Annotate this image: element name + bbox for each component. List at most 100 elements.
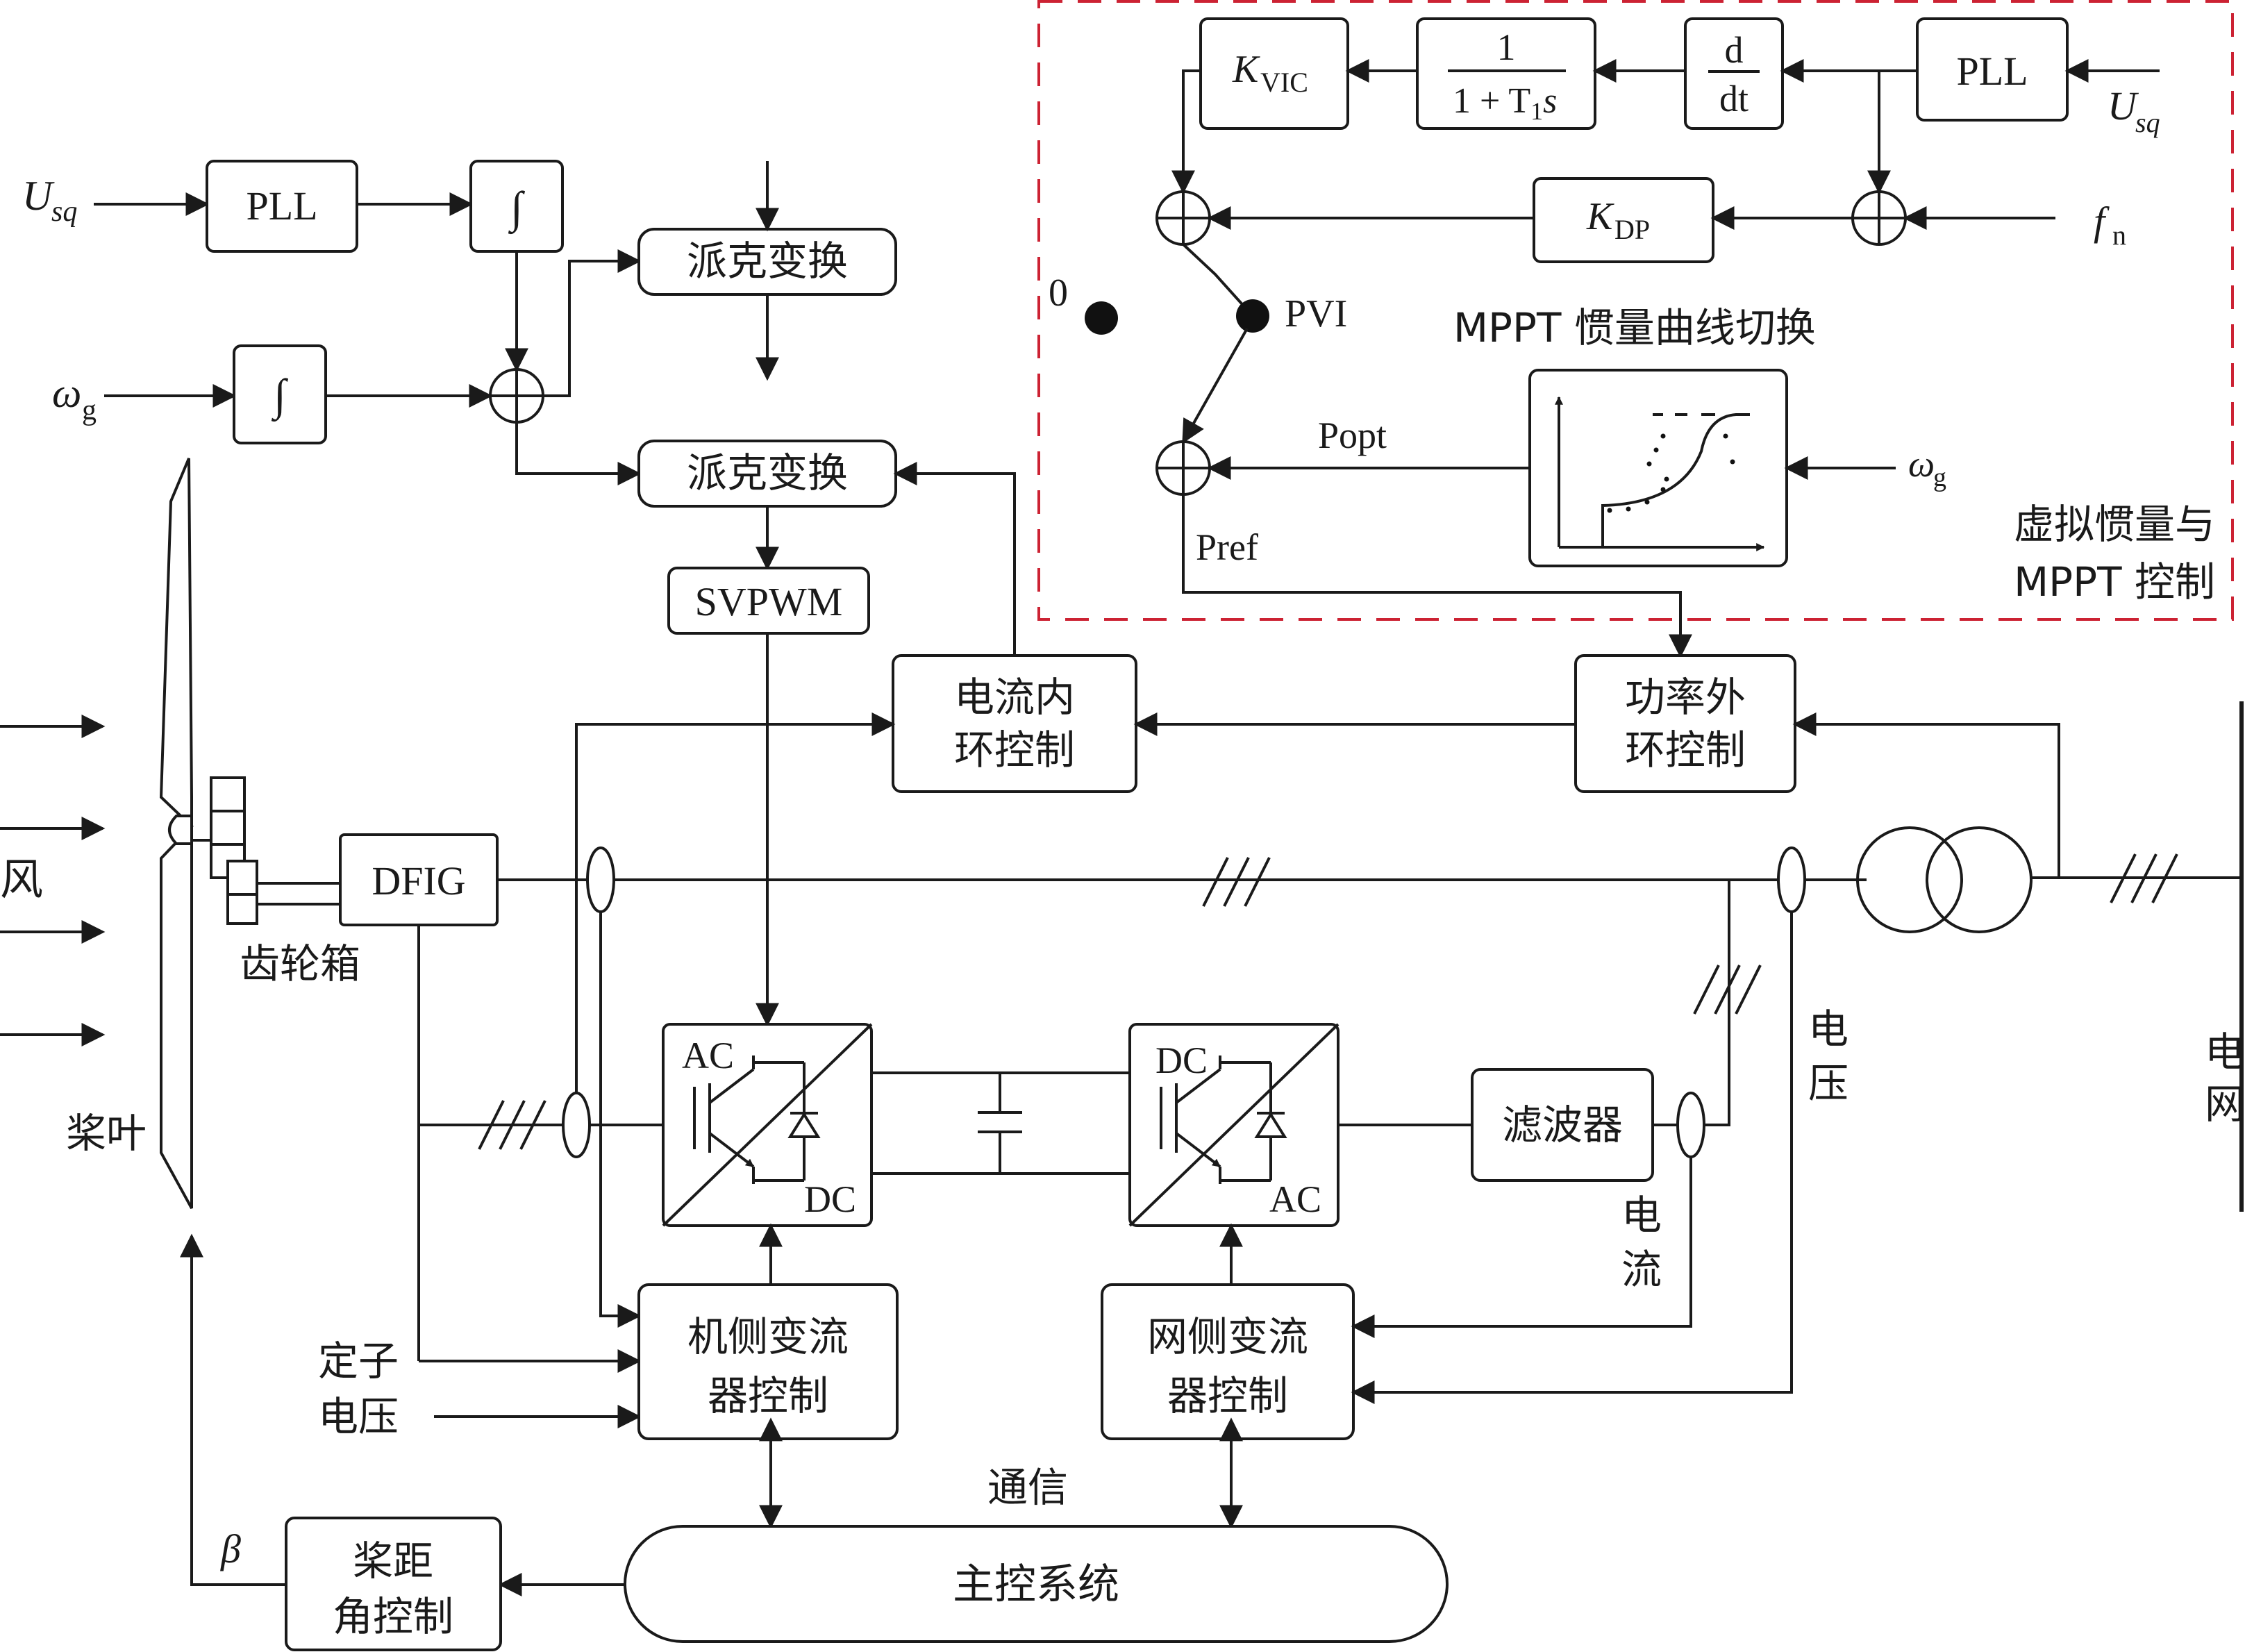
park-transform-2-label: 派克变换 [687, 449, 848, 497]
kvic-subscript: VIC [1260, 67, 1308, 98]
wind-arrows [0, 715, 106, 1046]
three-phase-mark-stator [1202, 857, 1271, 907]
transformer [1856, 826, 2033, 933]
dc-link [871, 1071, 1130, 1175]
pitch-control-line1: 桨距 [353, 1537, 433, 1585]
msc-controller-line2: 器控制 [708, 1372, 828, 1419]
omega-panel-subscript: g [1933, 463, 1946, 492]
voltage-label-line1: 电 [1808, 1006, 1848, 1053]
sum-junction-pref [1155, 440, 1211, 496]
beta-label: β [220, 1526, 241, 1571]
pitch-to-blade-arrow [180, 1233, 286, 1586]
omega-g-left-subscript: g [82, 394, 97, 426]
sum-junction-b [1851, 190, 1907, 246]
main-control-label: 主控系统 [953, 1560, 1119, 1609]
gsc-controller-line2: 器控制 [1167, 1372, 1288, 1419]
grid-label-line1: 电 [2205, 1028, 2245, 1076]
lowpass-denominator: 1 + T1s [1453, 81, 1557, 125]
voltage-feedback-to-gsc-arrow [1351, 912, 1793, 1404]
three-phase-mark-grid [2110, 853, 2178, 903]
derivative-numerator: d [1725, 29, 1744, 71]
integrator-top-symbol: ∫ [508, 183, 525, 235]
switch-contact-pvi [1236, 299, 1269, 333]
msc-dc-label: DC [804, 1178, 856, 1220]
lowpass-numerator: 1 [1497, 26, 1516, 68]
rotor-sensor [562, 1092, 591, 1158]
usq-top-subscript: sq [2135, 107, 2160, 138]
power-loop-line1: 功率外 [1625, 674, 1746, 721]
fn-label: f [2094, 199, 2110, 244]
filter-to-bus-line [1653, 880, 1730, 1126]
stator-voltage-label-line2: 电压 [318, 1393, 399, 1440]
turbine-hub [168, 815, 193, 845]
integrator-bottom-symbol: ∫ [271, 370, 288, 422]
three-phase-mark-rotor [478, 1100, 546, 1150]
sum-to-park1-arrow [543, 249, 642, 397]
pll-block-left [206, 160, 358, 253]
panel-dashed-border [1037, 0, 2234, 621]
gsc-dc-label: DC [1155, 1040, 1208, 1081]
pref-label: Pref [1196, 526, 1258, 568]
kdp-label: K [1586, 195, 1614, 238]
kvic-label: K [1232, 48, 1260, 91]
gearbox [192, 776, 258, 925]
voltage-label-line2: 压 [1808, 1060, 1848, 1107]
gearbox-label: 齿轮箱 [240, 940, 360, 987]
usq-left-subscript: sq [51, 196, 77, 228]
stator-sensor [586, 846, 615, 913]
mppt-switch-label: MPPT 惯量曲线切换 [1453, 304, 1816, 351]
pref-to-power-loop-arrow [1182, 494, 1692, 658]
mppt-curve-block [1528, 369, 1788, 567]
mppt-curve-graph [1555, 396, 1765, 551]
pll-top-label: PLL [1956, 49, 2028, 94]
msc-ac-label: AC [682, 1035, 734, 1076]
stator-sensor-to-msc-ctrl-arrow [599, 912, 642, 1328]
switch-pvi-label: PVI [1285, 292, 1347, 335]
park-transform-1-label: 派克变换 [687, 237, 848, 285]
power-loop-line2: 环控制 [1625, 726, 1746, 774]
grid-feedback-to-power-loop-arrow [1792, 712, 2060, 878]
grid-sensor [1777, 846, 1806, 913]
panel-title-line1: 虚拟惯量与 [2014, 501, 2215, 548]
current-label-line1: 电 [1621, 1192, 1662, 1239]
sum-junction-a [1155, 190, 1211, 246]
pll-left-label: PLL [246, 183, 317, 228]
three-phase-mark-filter [1693, 965, 1762, 1015]
current-label-line2: 流 [1621, 1246, 1662, 1293]
sum-junction-angle [489, 368, 544, 424]
panel-title-line2: MPPT 控制 [2014, 558, 2215, 606]
switch-zero-label: 0 [1049, 272, 1068, 315]
gsc-ac-label: AC [1269, 1178, 1321, 1220]
current-loop-to-park2-arrow [893, 462, 1016, 656]
current-loop-line2: 环控制 [954, 726, 1075, 774]
usq-top-label: U [2108, 83, 2139, 128]
kvic-to-sum-arrow [1171, 69, 1201, 194]
usq-left-label: U [22, 173, 55, 219]
omega-panel-label: ω [1908, 443, 1935, 485]
omega-g-left-label: ω [52, 370, 81, 416]
switch-feed-line [1182, 243, 1254, 317]
blade-label: 桨叶 [66, 1110, 147, 1157]
virtual-inertia-mppt-panel: K VIC 1 1 + T1s d dt PLL U sq K DP f n [1037, 0, 2234, 621]
wind-label: 风 [0, 854, 43, 905]
sum-to-park2-arrow [515, 422, 642, 485]
current-feedback-to-gsc-arrow [1351, 1157, 1692, 1338]
current-loop-line1: 电流内 [954, 674, 1075, 721]
svpwm-label: SVPWM [695, 579, 843, 624]
filter-current-sensor [1676, 1092, 1705, 1158]
dfig-label: DFIG [372, 858, 465, 903]
filter-label: 滤波器 [1502, 1101, 1623, 1149]
kdp-subscript: DP [1614, 214, 1650, 245]
rotor-sensor-to-current-loop-arrow [575, 712, 896, 1093]
derivative-denominator: dt [1719, 78, 1749, 119]
communication-label: 通信 [987, 1464, 1068, 1511]
grid-label-line2: 网 [2205, 1081, 2245, 1128]
pitch-control-line2: 角控制 [333, 1593, 453, 1640]
switch-arm-arrow [1182, 328, 1249, 444]
fn-subscript: n [2112, 219, 2126, 251]
gsc-controller-line1: 网侧变流 [1147, 1313, 1308, 1360]
switch-contact-zero [1085, 301, 1118, 335]
popt-label: Popt [1318, 415, 1387, 456]
stator-voltage-label-line1: 定子 [318, 1337, 399, 1385]
